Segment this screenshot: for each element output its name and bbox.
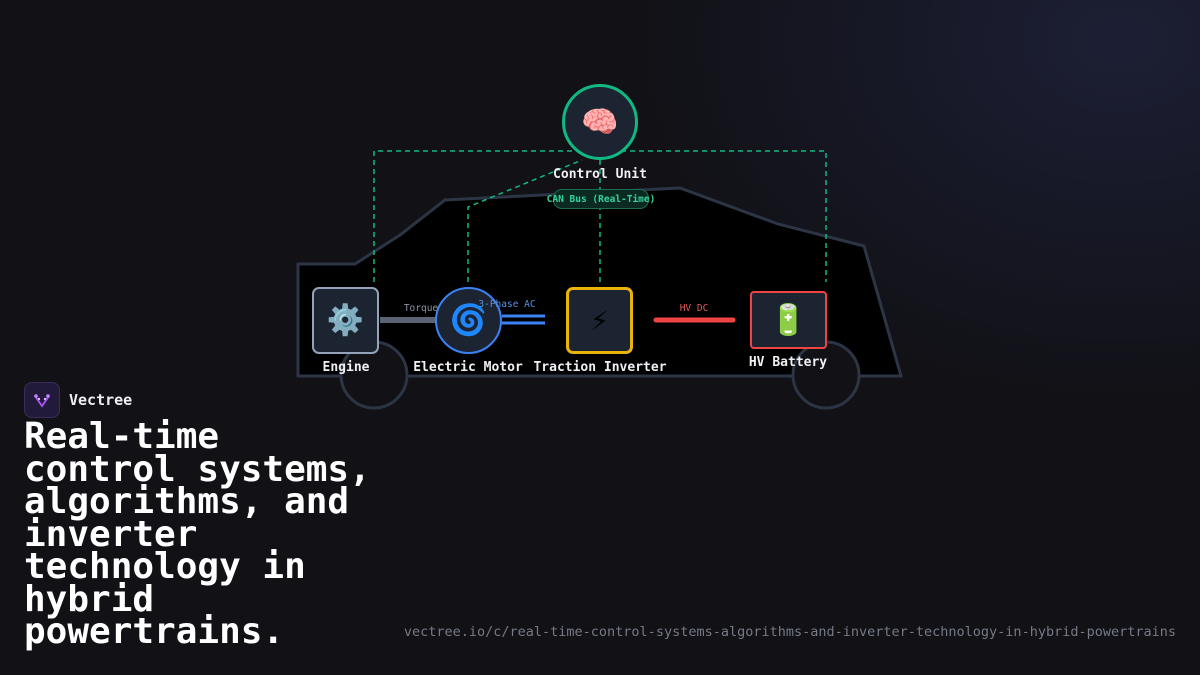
battery-icon: 🔋 (769, 302, 808, 338)
torque-label: Torque (403, 303, 439, 314)
engine-label: Engine (322, 360, 370, 375)
brain-icon: 🧠 (581, 104, 619, 140)
can-bus-links (373, 150, 827, 282)
hv-dc-label: HV DC (679, 303, 709, 314)
page-url[interactable]: vectree.io/c/real-time-control-systems-a… (403, 624, 1176, 640)
hv-battery-label: HV Battery (748, 355, 828, 370)
traction-inverter-node: ⚡ (566, 287, 633, 354)
phase-ac-label: 3-Phase AC (478, 299, 536, 310)
gear-icon: ⚙️ (326, 303, 365, 338)
engine-node: ⚙️ (312, 287, 379, 354)
electric-motor-label: Electric Motor (413, 360, 523, 375)
brand: Vectree (24, 382, 132, 418)
control-unit-label: Control Unit (553, 167, 647, 182)
vectree-logo-icon (24, 382, 60, 418)
lightning-icon: ⚡ (590, 303, 609, 338)
can-bus-badge: CAN Bus (Real-Time) (547, 189, 655, 209)
electric-motor-node: 🌀 (435, 287, 502, 354)
cyclone-icon: 🌀 (449, 303, 488, 338)
traction-inverter-label: Traction Inverter (533, 360, 667, 375)
control-unit-node: 🧠 (562, 84, 638, 160)
headline: Real-time control systems, algorithms, a… (24, 416, 371, 652)
brand-name: Vectree (69, 391, 133, 409)
hv-battery-node: 🔋 (750, 291, 827, 349)
